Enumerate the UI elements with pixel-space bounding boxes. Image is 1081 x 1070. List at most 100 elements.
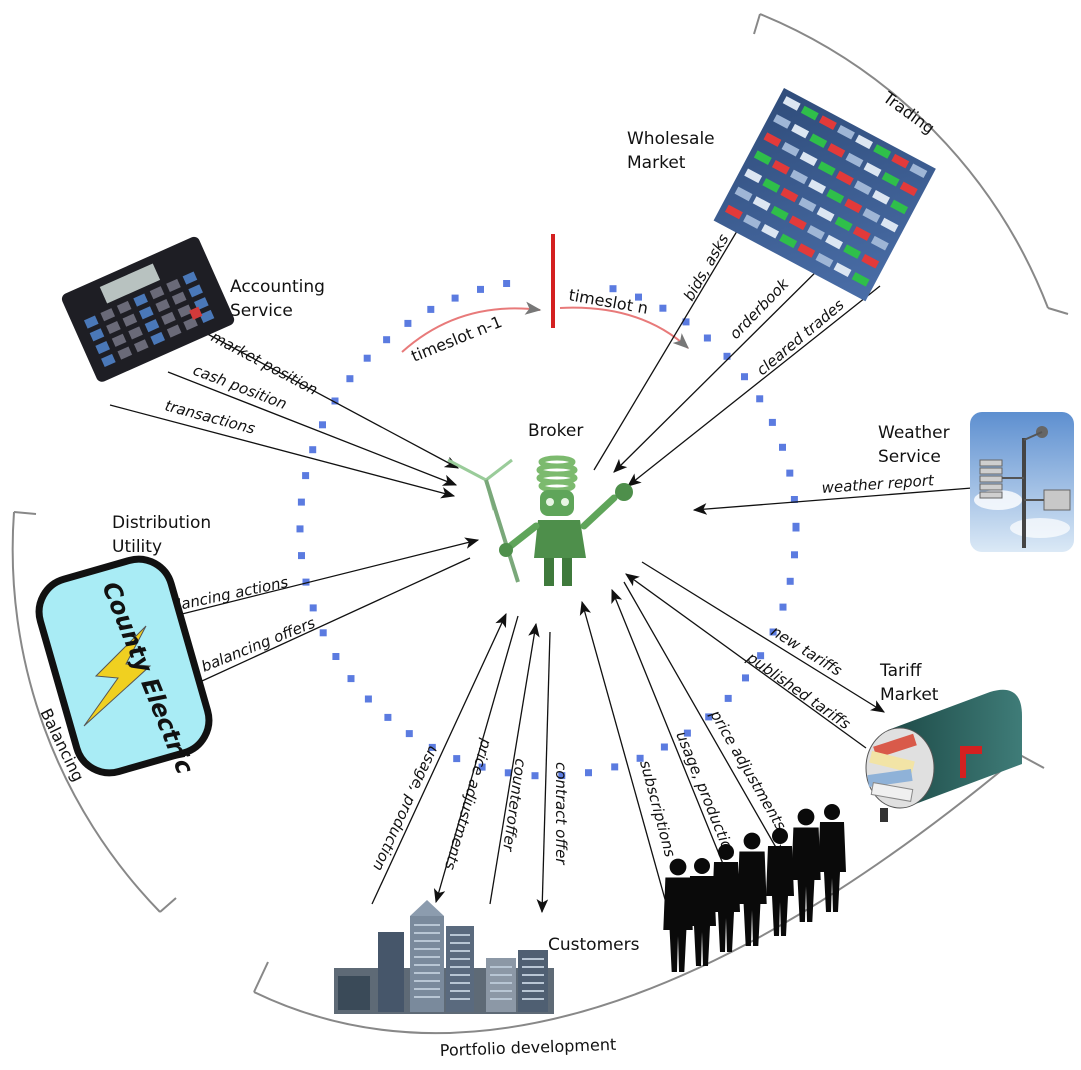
timeslot-dot [558, 772, 566, 780]
timeslot-dot [723, 352, 731, 360]
edge-usage-production-1 [371, 612, 507, 905]
timeslot-dot [319, 421, 326, 429]
market-board-cell [834, 216, 853, 232]
market-board-cell [809, 133, 828, 149]
calculator-key [188, 284, 203, 298]
market-board-cell [781, 141, 800, 157]
market-board-cell [797, 243, 816, 258]
timeslot-dot [792, 522, 800, 530]
skyline-window [490, 990, 512, 992]
edge-cleared-trades [627, 285, 881, 487]
edge-weather-report [692, 487, 973, 515]
market-board-cell [762, 178, 781, 193]
market-board-cell [851, 272, 870, 287]
skyline-window [414, 980, 440, 982]
skyline-window [414, 940, 440, 942]
accounting-label-line2: Service [230, 301, 293, 321]
mailbox-image [865, 689, 1022, 822]
edge-contract-offer [536, 631, 551, 914]
calculator-key [100, 308, 116, 322]
distribution-label-line2: Utility [112, 537, 162, 557]
market-board-cell [853, 180, 872, 196]
timeslot-dot [769, 628, 777, 636]
calculator-key [171, 291, 187, 305]
timeslot-dot [703, 334, 711, 342]
timeslot-dot [302, 578, 310, 586]
skyline-window [450, 934, 470, 936]
timeslot-dot [504, 769, 512, 777]
skyline-window [414, 956, 440, 958]
timeslot-dot [636, 754, 644, 762]
edge-new-tariffs [641, 561, 885, 713]
timeslot-dot [477, 285, 484, 293]
timeslot-dot [346, 375, 354, 383]
calculator-key [144, 319, 160, 333]
skyline-window [522, 998, 544, 1000]
city-skyline-image [334, 900, 554, 1014]
calculator-key [133, 339, 149, 353]
edge-counteroffer [489, 622, 540, 905]
edge-price-adjustments-1 [433, 615, 519, 904]
calculator-key [106, 320, 121, 335]
market-board-cell [771, 160, 790, 175]
market-board-cell [825, 234, 843, 250]
tariff-label-line2: Market [880, 685, 939, 705]
skyline-window [450, 942, 470, 944]
calculator-key [199, 309, 215, 324]
portfolio-bracket [253, 754, 1045, 1035]
market-board-cell [881, 171, 900, 187]
timeslot-dot [531, 772, 539, 780]
broker-robot-image [447, 455, 633, 586]
calculator-key [166, 324, 182, 338]
calculator-key [89, 328, 105, 342]
edge-published-tariffs [625, 573, 867, 749]
skyline-window [522, 966, 544, 968]
market-board-cell [844, 198, 863, 214]
calculator-key [150, 331, 166, 345]
accounting-label-line1: Accounting [230, 277, 325, 297]
timeslot-dot [503, 280, 511, 287]
skyline-window [450, 982, 470, 984]
wholesale-label-line1: Wholesale [627, 129, 715, 149]
region-label-portfolio: Portfolio development [439, 1035, 616, 1060]
market-board-cell [807, 225, 825, 240]
edge-bids-asks [593, 194, 759, 471]
edge-balancing-actions [149, 537, 480, 623]
calculator-key [183, 317, 198, 331]
calculator-key [128, 326, 143, 340]
timeslot-dot [768, 418, 776, 426]
person-silhouette [712, 844, 740, 952]
skyline-window [522, 958, 544, 960]
skyline-window [490, 974, 512, 976]
market-board-cell [780, 187, 799, 203]
skyline-window [450, 966, 470, 968]
timeslot-dot [383, 336, 391, 344]
market-board-image [713, 88, 936, 302]
market-board-cell [845, 152, 864, 168]
calculator-key [111, 333, 127, 347]
balancing-bracket [11, 511, 177, 913]
market-board-cell [779, 233, 798, 249]
skyline-window [450, 998, 470, 1000]
customers-label: Customers [548, 935, 640, 955]
edge-subscriptions [579, 600, 669, 911]
market-board-cell [843, 244, 862, 259]
timeslot-dot [609, 285, 617, 293]
skyline-window [522, 982, 544, 984]
timeslot-dot [404, 319, 412, 327]
timeslot-dot [786, 469, 794, 477]
person-silhouette [818, 804, 846, 912]
market-board-cell [890, 199, 909, 215]
timeslot-dot [309, 446, 317, 454]
timeslot-dot [635, 293, 642, 301]
timeslot-dot [683, 729, 691, 737]
timeslot-dot [309, 604, 317, 612]
market-board-cell [790, 169, 808, 185]
timeslot-dot [428, 743, 436, 751]
skyline-window [414, 932, 440, 934]
timeslot-dot [791, 551, 798, 559]
timeslot-dot [705, 713, 713, 721]
wholesale-label-line2: Market [627, 153, 686, 173]
edge-label-usage-production-1: usage, production [369, 743, 443, 874]
timeslot-dot [611, 763, 619, 771]
